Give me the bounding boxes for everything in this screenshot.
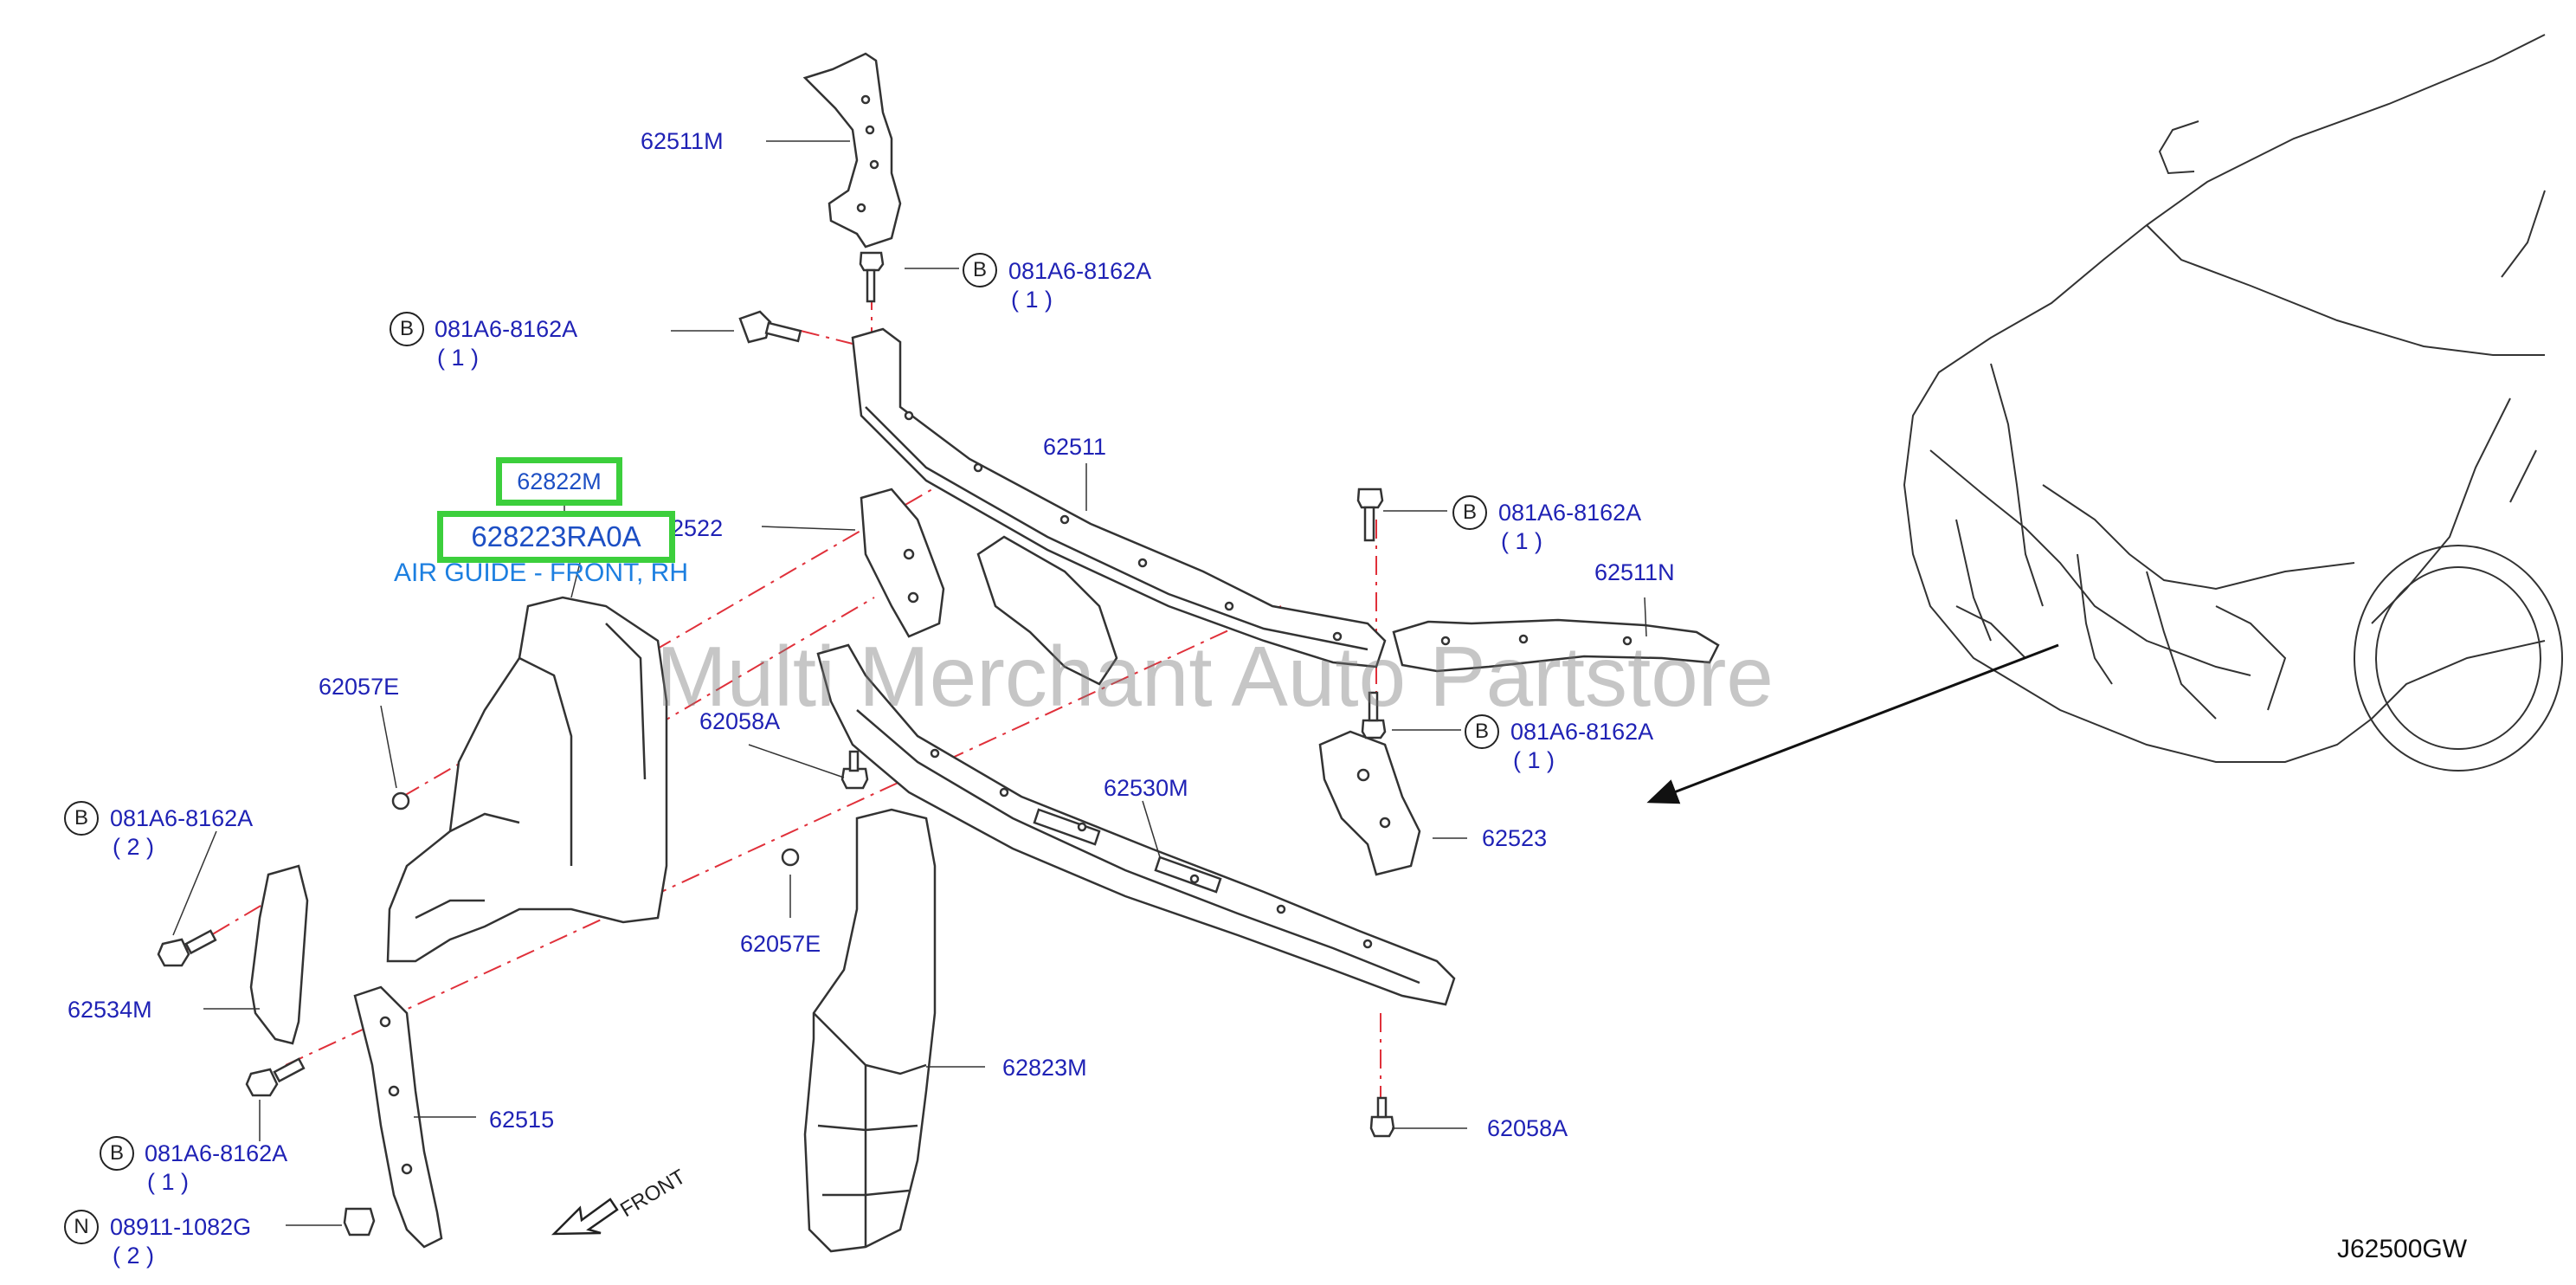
bracket-62523 <box>1318 730 1421 876</box>
fastener-qty: ( 1 ) <box>1501 528 1543 554</box>
highlight-description: AIR GUIDE - FRONT, RH <box>394 559 689 587</box>
fastener-qty: ( 1 ) <box>147 1169 190 1195</box>
fastener-qty: ( 1 ) <box>437 345 480 371</box>
fastener-badge-b: B <box>1465 714 1499 749</box>
upper-brace-62511M <box>802 52 902 249</box>
diagram-code: J62500GW <box>2337 1235 2468 1263</box>
watermark: Multi Merchant Auto Partstore <box>656 629 1774 724</box>
fastener-badge-b: B <box>100 1136 134 1171</box>
fastener-part-label[interactable]: 081A6-8162A <box>1498 500 1642 526</box>
leader-lines <box>172 140 1647 1226</box>
air-guide-front-rh <box>386 596 668 963</box>
part-label-62511M[interactable]: 62511M <box>641 128 724 154</box>
part-label-62058A-bottom[interactable]: 62058A <box>1487 1115 1568 1141</box>
highlight-part-number-box[interactable]: 628223RA0A <box>437 511 675 563</box>
fastener-qty: ( 2 ) <box>113 834 155 860</box>
fastener-part-label[interactable]: 08911-1082G <box>110 1214 252 1240</box>
highlight-ref-label: 62822M <box>517 468 602 494</box>
fastener-qty: ( 2 ) <box>113 1243 155 1269</box>
air-guide-62823M <box>803 808 937 1253</box>
fastener-qty: ( 1 ) <box>1011 287 1053 313</box>
part-label-62057E-mid[interactable]: 62057E <box>740 931 821 957</box>
part-label-62823M[interactable]: 62823M <box>1002 1055 1087 1081</box>
fastener-part-label[interactable]: 081A6-8162A <box>145 1140 288 1166</box>
locator-arrow <box>1646 643 2059 804</box>
highlight-ref-box[interactable]: 62822M <box>496 457 622 506</box>
part-label-62058A-mid[interactable]: 62058A <box>699 708 781 734</box>
part-label-62511[interactable]: 62511 <box>1043 434 1107 460</box>
fastener-part-label[interactable]: 081A6-8162A <box>435 316 578 342</box>
fastener-badge-b: B <box>64 801 99 836</box>
part-label-62530M[interactable]: 62530M <box>1104 775 1188 801</box>
fastener-qty: ( 1 ) <box>1513 747 1555 773</box>
part-label-62534M[interactable]: 62534M <box>68 997 152 1023</box>
side-bracket-62511N <box>1392 618 1720 673</box>
fastener-badge-b: B <box>1452 495 1487 530</box>
highlight-part-number: 628223RA0A <box>471 520 641 552</box>
fastener-badge-b: B <box>963 253 997 287</box>
hood-ledge-62534M <box>249 864 309 1045</box>
fastener-badge-b: B <box>390 312 424 346</box>
part-label-62057E-left[interactable]: 62057E <box>319 674 400 700</box>
fastener-part-label[interactable]: 081A6-8162A <box>110 805 254 831</box>
bracket-62522 <box>860 488 1118 686</box>
lower-support-62530M <box>816 643 1456 1006</box>
front-arrow-icon <box>551 1198 619 1236</box>
side-member-62515 <box>353 985 443 1249</box>
fastener-part-label[interactable]: 081A6-8162A <box>1510 719 1654 745</box>
fastener-badge-n: N <box>64 1210 99 1244</box>
bolts <box>157 251 1395 1237</box>
vehicle-locator-sketch <box>1903 34 2563 772</box>
upper-support-62511 <box>851 327 1387 668</box>
fastener-part-label[interactable]: 081A6-8162A <box>1008 258 1152 284</box>
part-label-62515[interactable]: 62515 <box>489 1107 555 1133</box>
part-label-62523[interactable]: 62523 <box>1482 825 1548 851</box>
part-label-62511N[interactable]: 62511N <box>1594 559 1675 585</box>
